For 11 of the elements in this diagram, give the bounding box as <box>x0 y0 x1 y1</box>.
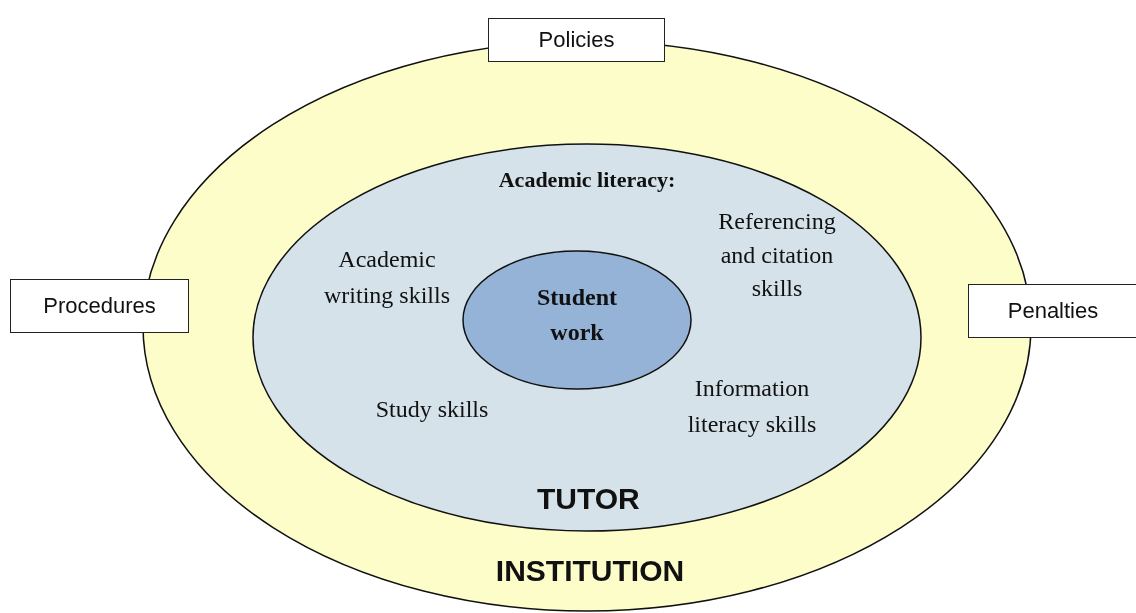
skill-label: Information literacy skills <box>686 374 818 439</box>
skill-label: Academic writing skills <box>323 245 451 310</box>
label-box: Policies <box>488 18 665 62</box>
center-label: Student work <box>536 283 618 347</box>
ring-label: TUTOR <box>537 481 637 517</box>
label-box: Penalties <box>968 284 1136 338</box>
skill-label: Referencing and citation skills <box>717 207 837 304</box>
label-box: Procedures <box>10 279 189 333</box>
ring-label: INSTITUTION <box>494 553 686 589</box>
skill-label: Study skills <box>374 395 490 424</box>
heading-text: Academic literacy: <box>497 166 677 194</box>
